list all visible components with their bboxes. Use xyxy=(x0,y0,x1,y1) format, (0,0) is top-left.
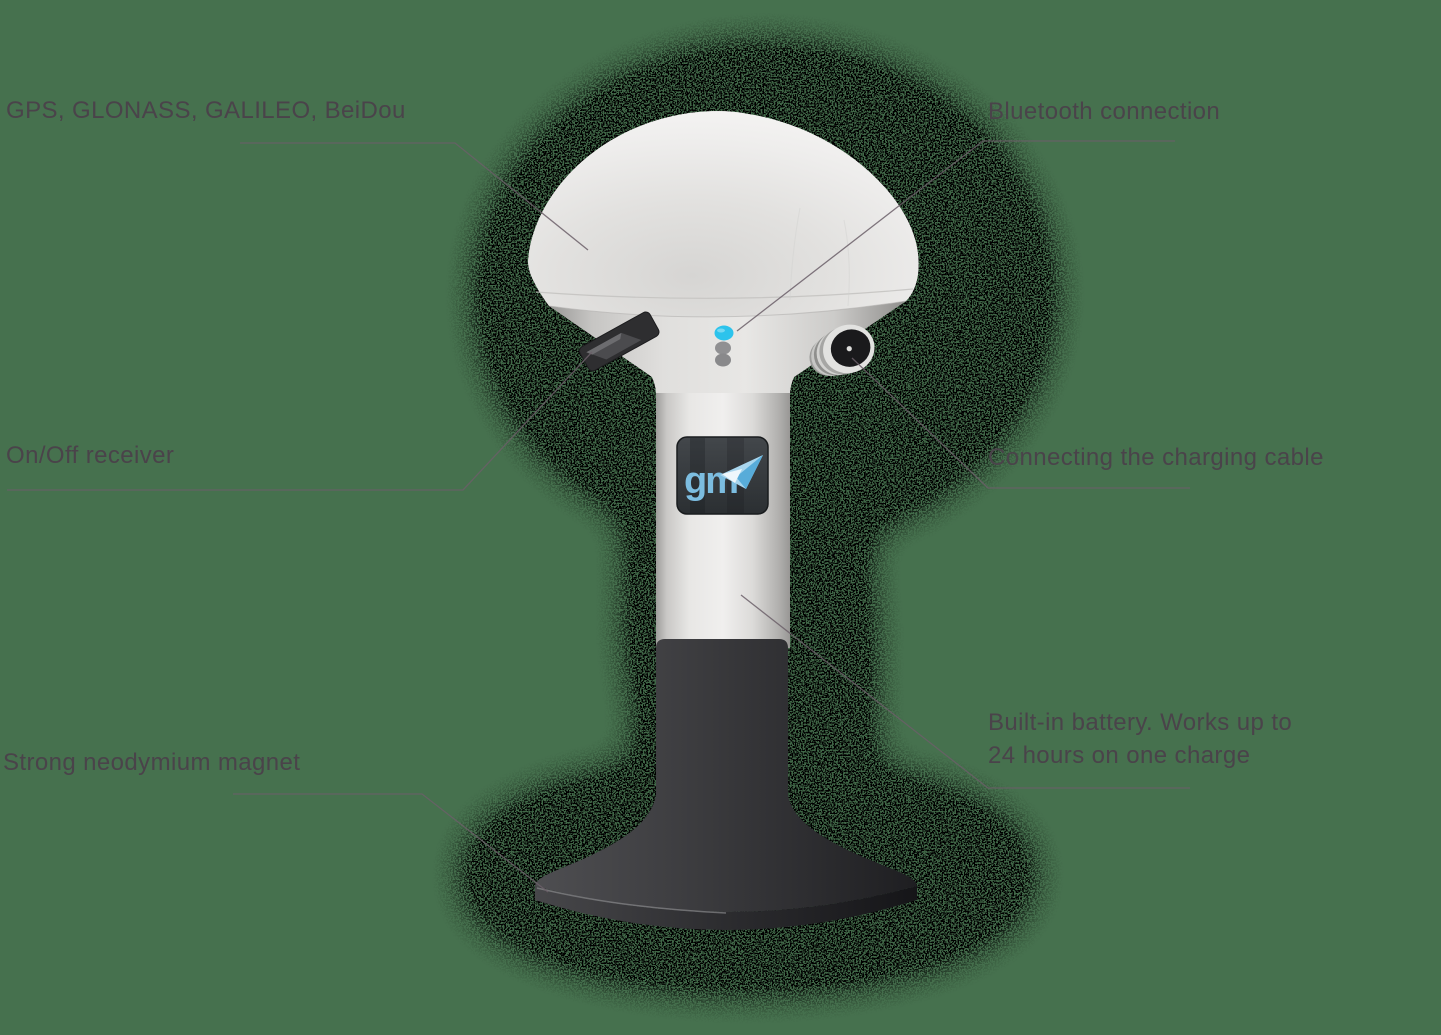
bluetooth-led-highlight xyxy=(717,328,725,333)
label-built-in-battery-line1: Built-in battery. Works up to xyxy=(988,709,1293,736)
base-cone xyxy=(535,639,917,912)
label-built-in-battery-line2: 24 hours on one charge xyxy=(988,742,1251,769)
label-built-in-battery: Built-in battery. Works up to 24 hours o… xyxy=(988,706,1292,772)
brand-logo-text: gm xyxy=(684,460,737,502)
status-led xyxy=(715,341,731,355)
label-gnss-systems: GPS, GLONASS, GALILEO, BeiDou xyxy=(6,97,406,124)
base-rim-highlight xyxy=(536,887,727,914)
callout-line-charging xyxy=(851,357,1190,489)
charging-port xyxy=(809,324,875,376)
label-neodymium-magnet: Strong neodymium magnet xyxy=(3,749,301,776)
callout-line-magnet xyxy=(233,793,549,893)
status-led xyxy=(715,353,731,367)
base-rim xyxy=(535,886,917,930)
charging-port-pin xyxy=(846,346,852,352)
dome-seam-line xyxy=(535,288,914,299)
bluetooth-led xyxy=(714,325,734,341)
callout-line-power xyxy=(7,351,593,491)
label-bluetooth-connection: Bluetooth connection xyxy=(988,98,1221,125)
callout-line-gnss xyxy=(240,142,589,251)
brand-badge: gm xyxy=(676,436,769,515)
callout-line-battery xyxy=(740,594,1190,789)
device-stem xyxy=(656,393,790,648)
brand-logo-arrow-icon xyxy=(720,455,763,489)
label-on-off-receiver: On/Off receiver xyxy=(6,442,175,469)
dome-edge-line xyxy=(548,300,907,318)
led-indicators xyxy=(714,325,734,367)
label-charging-cable: Connecting the charging cable xyxy=(988,444,1324,471)
callout-line-bluetooth xyxy=(736,140,1175,332)
